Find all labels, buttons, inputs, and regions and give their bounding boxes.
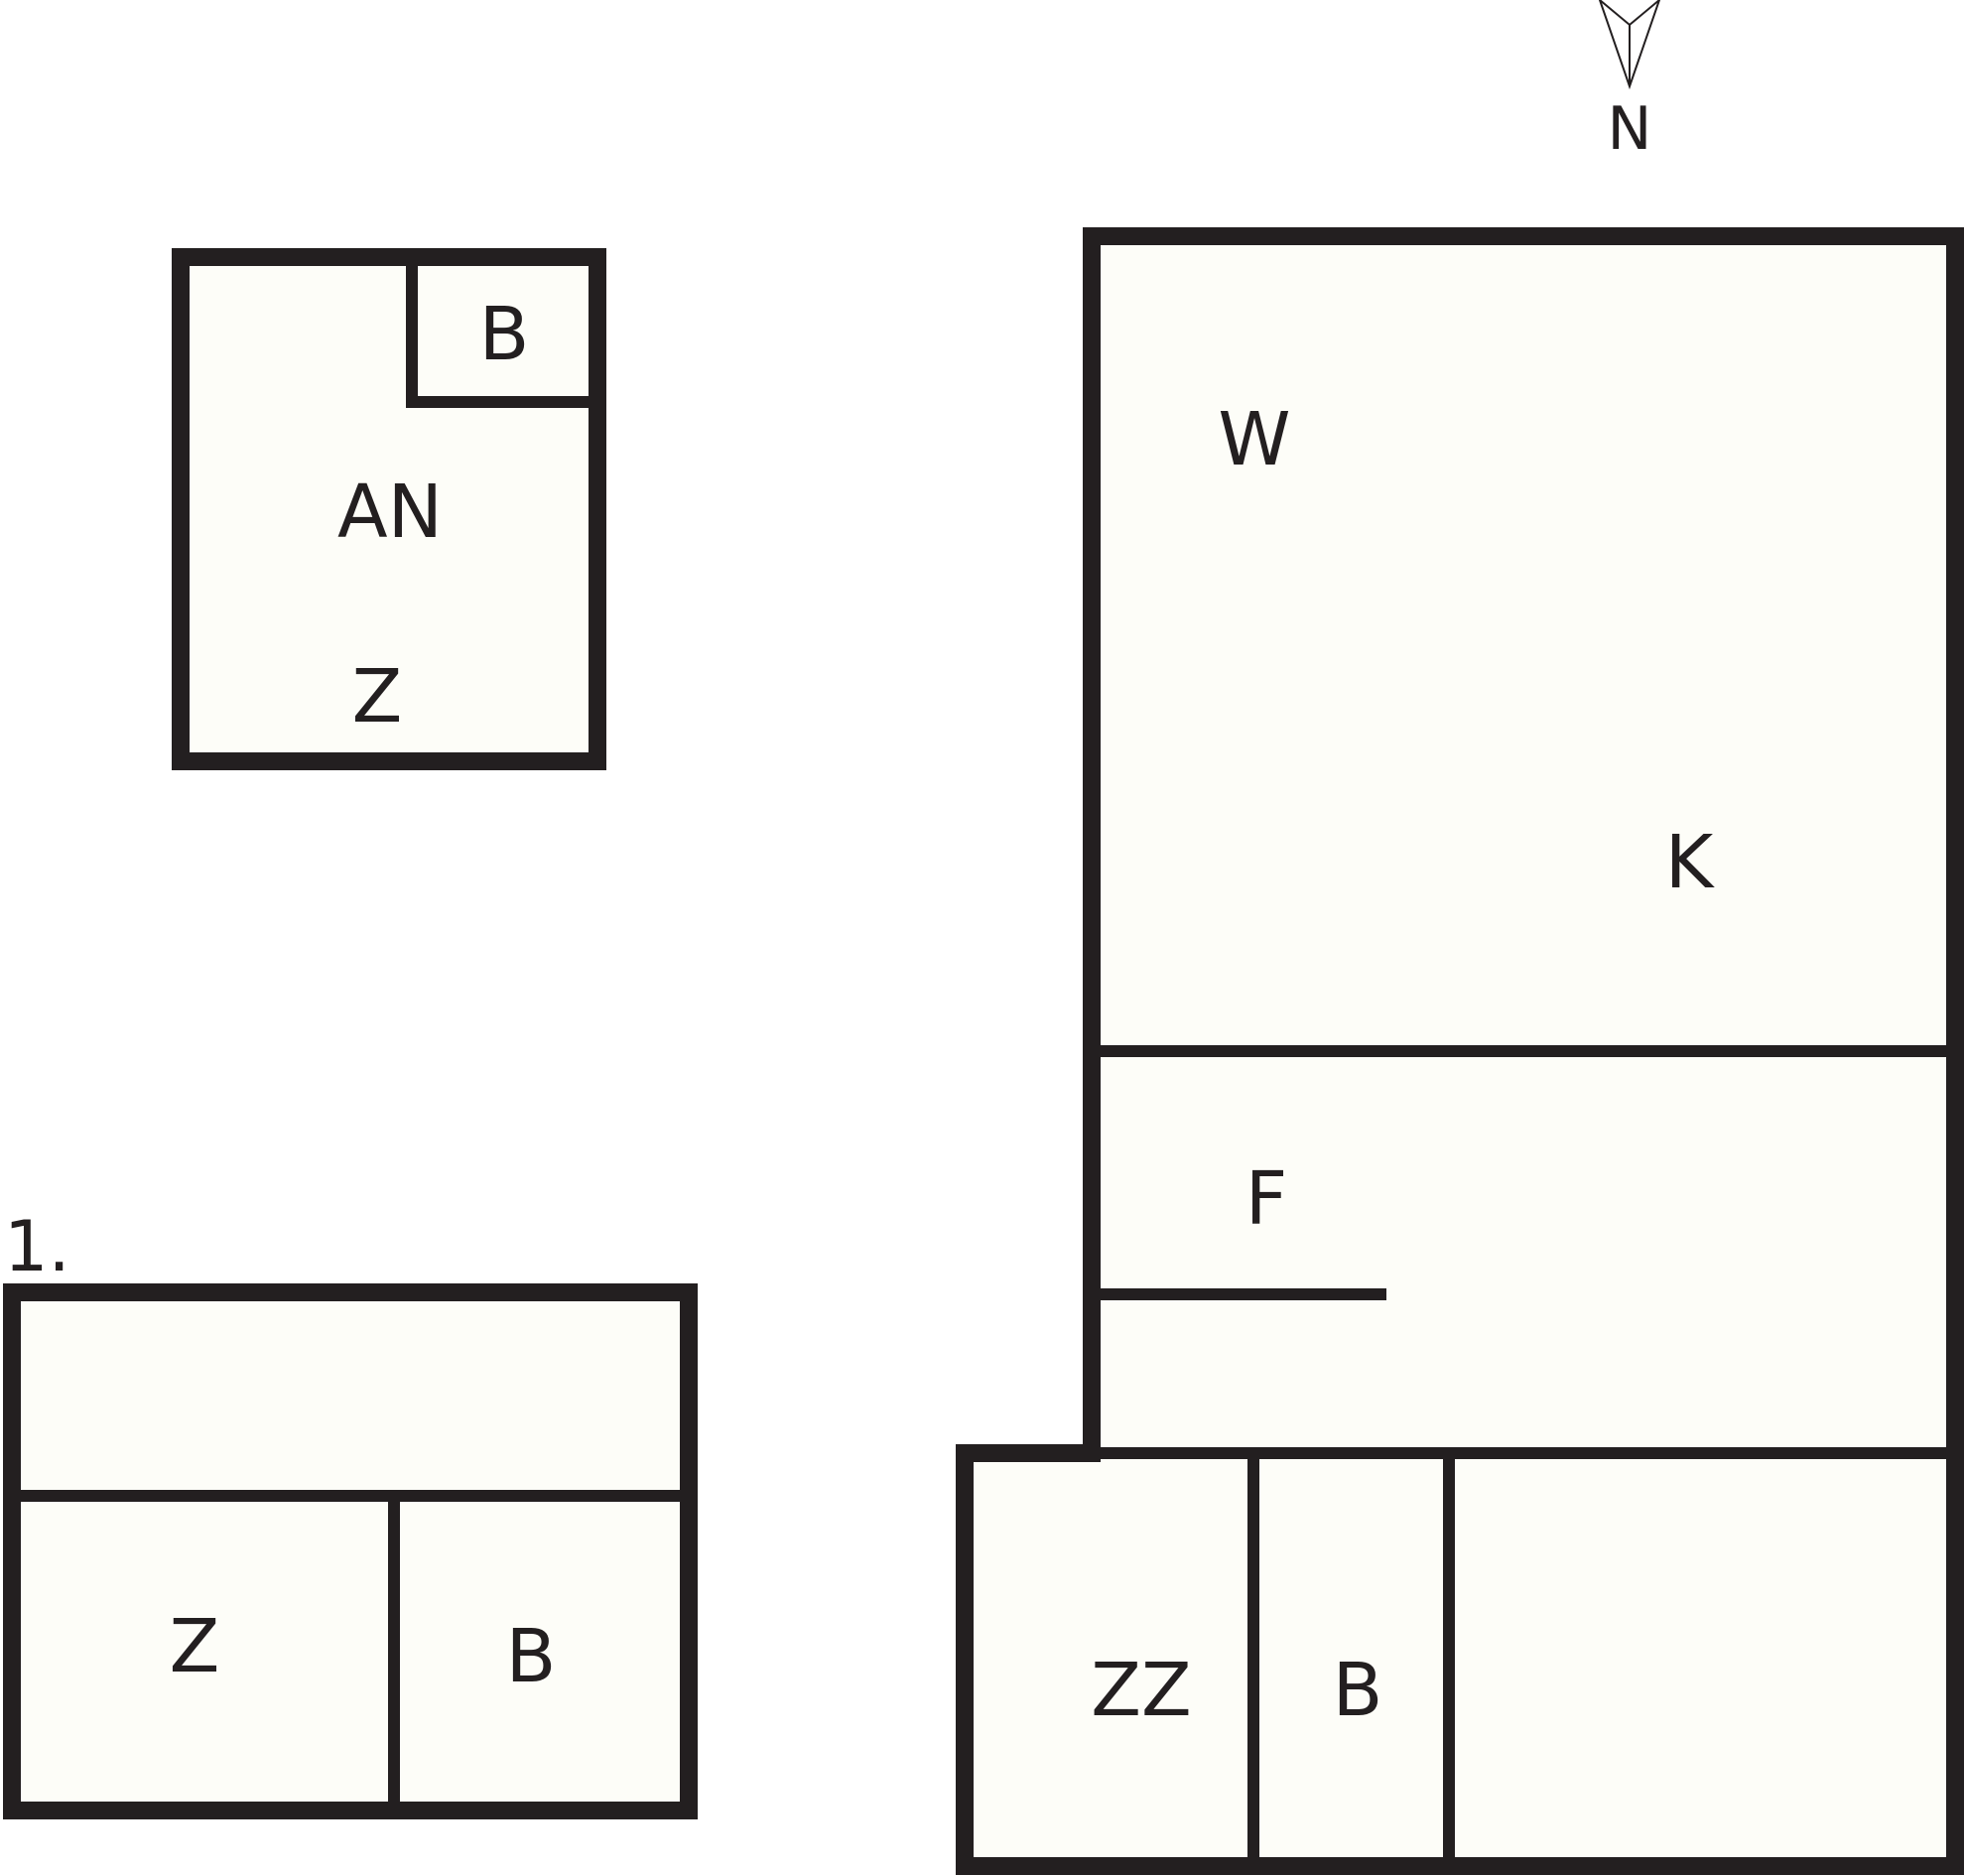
main-living-label: W bbox=[1218, 397, 1290, 482]
north-arrow: N bbox=[1598, 0, 1661, 164]
annex-bath-label: B bbox=[479, 292, 530, 377]
first-floor-plan: 1. Z B bbox=[3, 1206, 698, 1819]
first-floor-label: 1. bbox=[4, 1206, 70, 1287]
north-arrow-icon bbox=[1598, 0, 1661, 90]
annex-outer-wall bbox=[172, 248, 606, 770]
first-floor-room-label: Z bbox=[170, 1604, 220, 1689]
main-bath-label: B bbox=[1333, 1648, 1383, 1733]
annex-room-label: Z bbox=[352, 654, 403, 739]
annex-entrance-label: AN bbox=[337, 469, 443, 555]
first-floor-outer-wall bbox=[3, 1283, 698, 1819]
main-kitchen-label: K bbox=[1665, 820, 1716, 905]
annex-floor-plan: B AN Z bbox=[172, 248, 606, 770]
first-floor-bath-label: B bbox=[506, 1614, 557, 1699]
compass-north-label: N bbox=[1608, 94, 1652, 164]
main-hallway-label: F bbox=[1245, 1156, 1288, 1242]
annex-bath-wall bbox=[406, 257, 597, 408]
main-floor-plan: W K F ZZ B bbox=[956, 227, 1964, 1875]
main-double-room-label: ZZ bbox=[1091, 1648, 1191, 1733]
